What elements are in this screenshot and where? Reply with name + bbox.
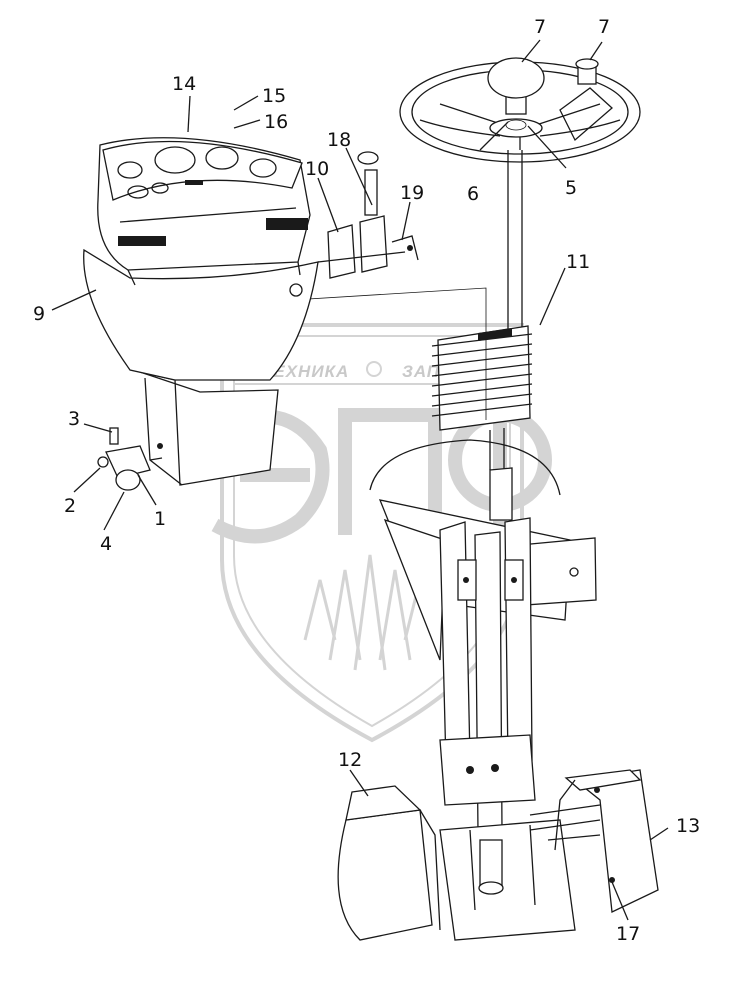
- callout-1: 1: [154, 508, 166, 530]
- callout-3: 3: [68, 408, 80, 430]
- callout-15: 15: [262, 85, 286, 107]
- callout-labels: 7 7 6 5 14 15 16 10 18 19 11 9 3 2 1 4 1…: [33, 16, 700, 945]
- steering-wheel: [399, 57, 641, 163]
- callout-4: 4: [100, 533, 112, 555]
- callout-19: 19: [400, 182, 424, 204]
- callout-11: 11: [566, 251, 590, 273]
- callout-13: 13: [676, 815, 700, 837]
- callout-17: 17: [616, 923, 640, 945]
- callout-7a: 7: [534, 16, 546, 38]
- callout-5: 5: [565, 177, 577, 199]
- callout-18: 18: [327, 129, 351, 151]
- column-bellows: [431, 325, 533, 470]
- dashboard-console: [83, 137, 487, 486]
- pedal-left: [337, 785, 441, 941]
- control-levers: [317, 151, 419, 279]
- pedal-right: [554, 769, 659, 913]
- callout-16: 16: [264, 111, 288, 133]
- callout-10: 10: [305, 158, 329, 180]
- callout-2: 2: [64, 495, 76, 517]
- callout-12: 12: [338, 749, 362, 771]
- steering-bracket: [369, 439, 601, 941]
- leader-lines: [51, 39, 669, 921]
- key-switch: [97, 427, 163, 491]
- steering-column: [507, 150, 523, 330]
- callout-9: 9: [33, 303, 45, 325]
- callout-6: 6: [467, 183, 479, 205]
- watermark-left-text: ТЕХНИКА: [262, 362, 349, 381]
- callout-7b: 7: [598, 16, 610, 38]
- callout-14: 14: [172, 73, 196, 95]
- gear-icon: [366, 361, 382, 377]
